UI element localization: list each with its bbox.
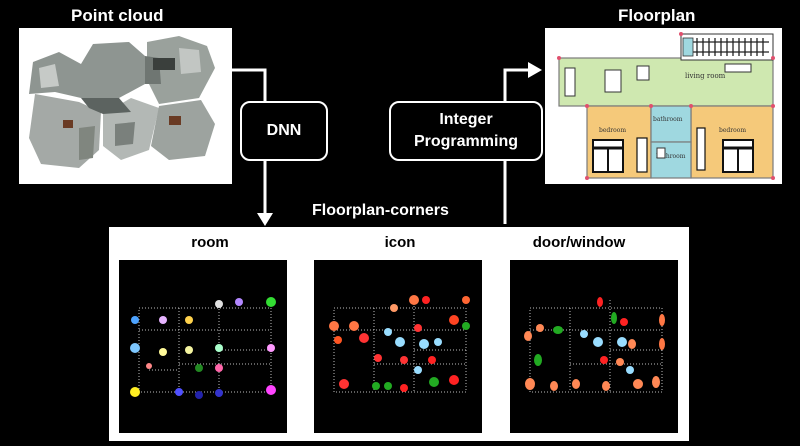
bedroom-right-label: bedroom <box>719 127 746 134</box>
point-cloud-image <box>19 28 232 184</box>
point-cloud-title: Point cloud <box>71 6 164 25</box>
door-window-label: door/window <box>532 234 626 251</box>
floorplan-image: living room bedroom bedroom bathroom bat… <box>545 28 782 184</box>
bathroom-bottom-label: bathroom <box>656 153 686 160</box>
bedroom-left-label: bedroom <box>599 127 626 134</box>
floorplan-corners-title: Floorplan-corners <box>312 202 449 219</box>
dnn-box: DNN <box>240 101 328 161</box>
room-corners-plot <box>119 260 287 433</box>
bathroom-top-label: bathroom <box>653 116 683 123</box>
floorplan-title: Floorplan <box>618 6 696 25</box>
icon-corners-plot <box>314 260 482 433</box>
integer-programming-box: Integer Programming <box>389 101 543 161</box>
integer-label: Integer <box>439 111 493 128</box>
door-window-corners-plot <box>510 260 678 433</box>
corners-panel: room icon door/window <box>109 227 689 441</box>
icon-label: icon <box>384 234 416 251</box>
room-label: room <box>191 234 229 251</box>
programming-label: Programming <box>413 133 518 150</box>
dnn-label: DNN <box>266 122 302 139</box>
living-room-label: living room <box>685 72 726 80</box>
